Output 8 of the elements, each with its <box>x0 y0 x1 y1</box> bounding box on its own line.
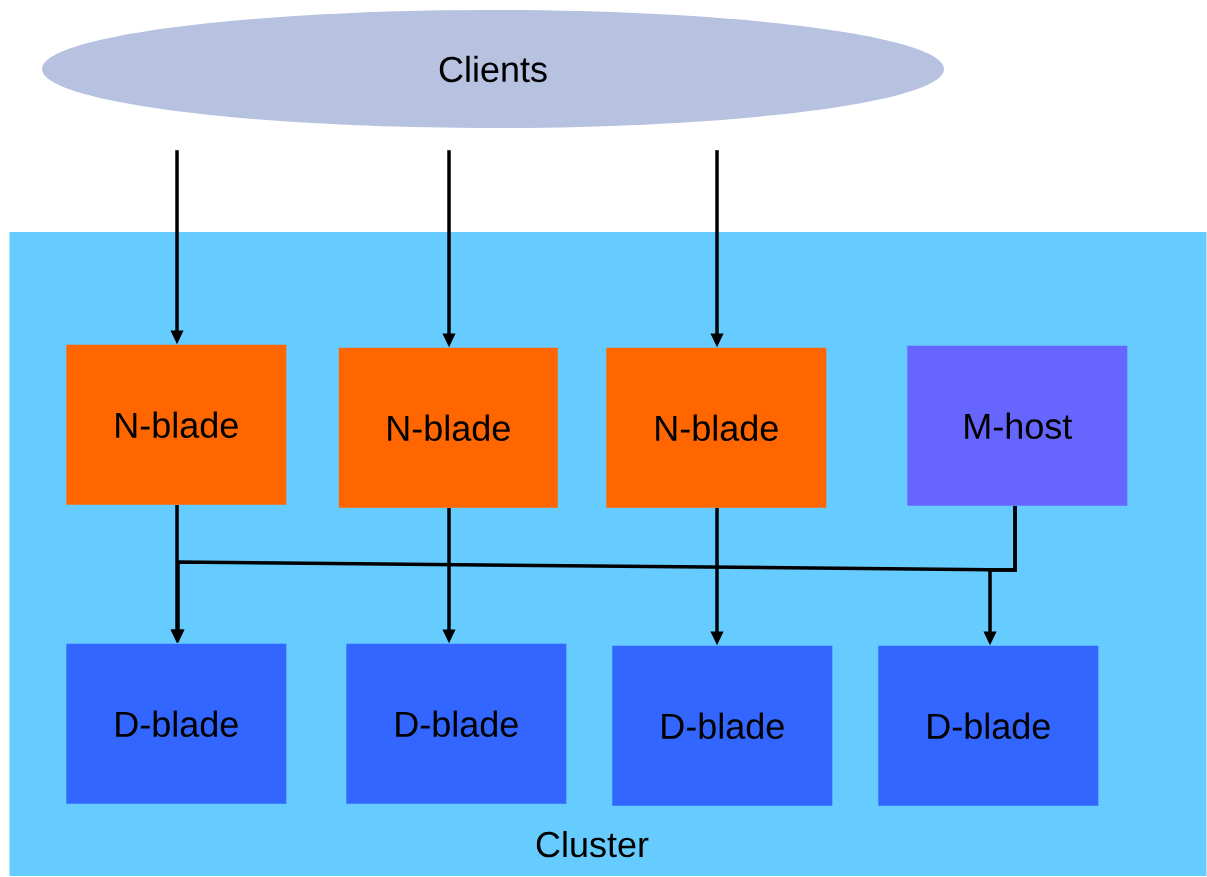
blade-box: N-blade <box>606 347 827 508</box>
blade-box: D-blade <box>612 645 833 806</box>
blade-box: M-host <box>907 345 1128 506</box>
blade-box: D-blade <box>66 643 287 804</box>
blade-box: D-blade <box>346 643 567 804</box>
blade-box: N-blade <box>338 347 558 508</box>
blade-box: D-blade <box>878 645 1099 806</box>
blade-box: N-blade <box>66 344 287 505</box>
